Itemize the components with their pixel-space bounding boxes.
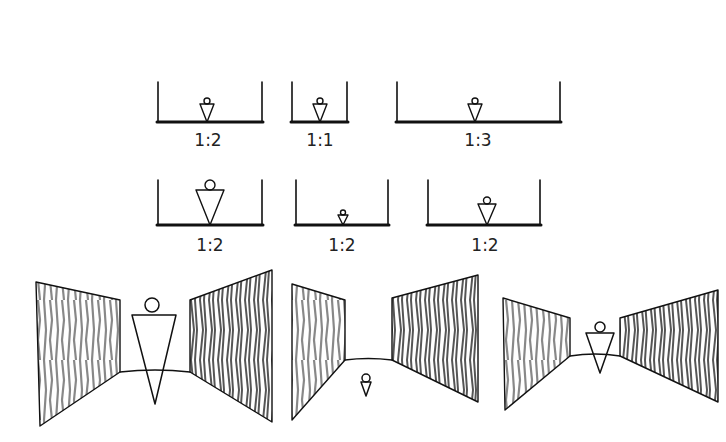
corridor-perspective	[36, 270, 718, 426]
ratio-label: 1:2	[471, 237, 498, 254]
human-figure	[200, 98, 482, 122]
room-elevation	[157, 180, 541, 225]
ratio-label: 1:1	[306, 132, 333, 149]
ratio-label: 1:2	[328, 237, 355, 254]
room-elevation	[157, 82, 561, 122]
ratio-label: 1:2	[194, 132, 221, 149]
human-figure	[132, 298, 614, 404]
ratio-label: 1:3	[464, 132, 491, 149]
ratio-label: 1:2	[196, 237, 223, 254]
human-figure	[196, 180, 496, 225]
